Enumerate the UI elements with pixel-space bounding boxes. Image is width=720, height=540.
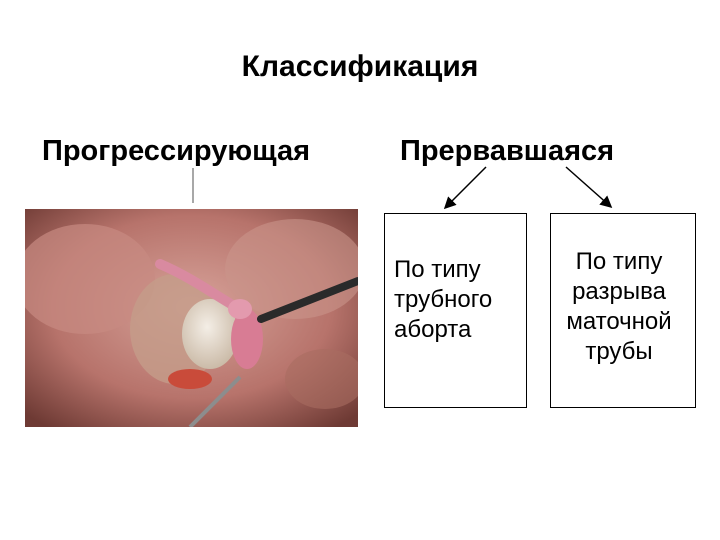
laparoscopy-photo bbox=[25, 209, 358, 427]
arrow-to-tubal-abortion bbox=[443, 166, 487, 210]
ruptured-label: Прервавшаяся bbox=[400, 135, 615, 167]
arrow-to-tube-rupture bbox=[565, 166, 613, 208]
tubal-abortion-text: По типу трубного аборта bbox=[394, 256, 493, 343]
progressing-label: Прогрессирующая bbox=[42, 135, 310, 167]
tube-rupture-text: По типу разрыва маточной трубы bbox=[566, 248, 672, 365]
slide-title: Классификация bbox=[241, 50, 479, 83]
tubal-abortion-box bbox=[384, 213, 527, 408]
tube-rupture-box bbox=[550, 213, 696, 408]
